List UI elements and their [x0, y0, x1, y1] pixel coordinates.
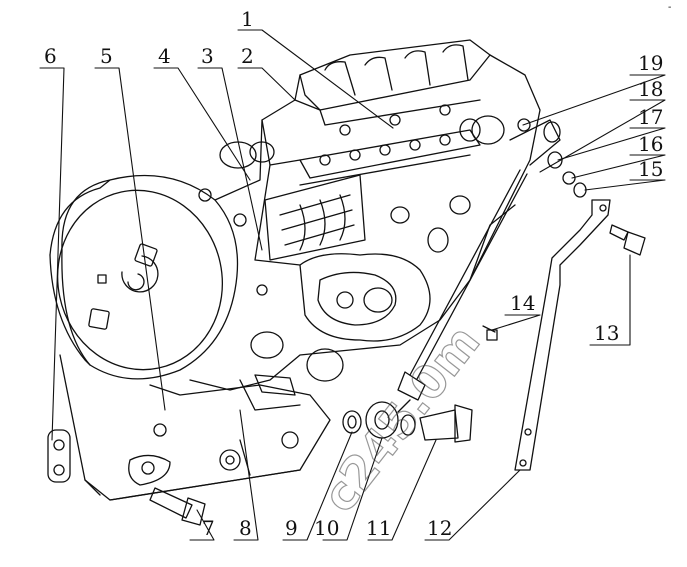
part-6-plate — [47, 429, 71, 483]
label-11: 11 — [366, 516, 391, 540]
leader-lines — [39, 29, 666, 541]
label-5: 5 — [100, 44, 113, 68]
label-4: 4 — [158, 44, 171, 68]
pump-body — [189, 39, 561, 391]
mounting-bracket — [59, 354, 331, 501]
label-3: 3 — [201, 44, 214, 68]
part-7-bolt — [149, 487, 206, 526]
label-17: 17 — [638, 105, 663, 129]
part-14-screw — [482, 325, 498, 341]
part-11-bolt — [400, 404, 473, 443]
label-8: 8 — [239, 516, 252, 540]
label-1: 1 — [241, 7, 254, 31]
label-14: 14 — [510, 291, 535, 315]
part-12-support-bar — [514, 199, 611, 471]
part-labels: 1 2 3 4 5 6 7 8 9 10 11 12 13 14 15 16 1… — [44, 2, 671, 540]
label-10: 10 — [314, 516, 339, 540]
svg-text:c245.0m: c245.0m — [312, 315, 490, 522]
part-13-bolt — [609, 224, 646, 256]
watermark-text: c245.0m — [311, 314, 491, 522]
label-13: 13 — [594, 321, 619, 345]
label-15: 15 — [638, 157, 663, 181]
label-12: 12 — [427, 516, 452, 540]
label-9: 9 — [285, 516, 298, 540]
label-7: 7 — [202, 516, 215, 540]
label-16: 16 — [638, 132, 663, 156]
corner-mark: - — [668, 2, 671, 13]
drive-pulley — [49, 174, 239, 380]
label-19: 19 — [638, 51, 663, 75]
label-18: 18 — [638, 77, 663, 101]
label-6: 6 — [44, 44, 57, 68]
label-2: 2 — [241, 44, 254, 68]
